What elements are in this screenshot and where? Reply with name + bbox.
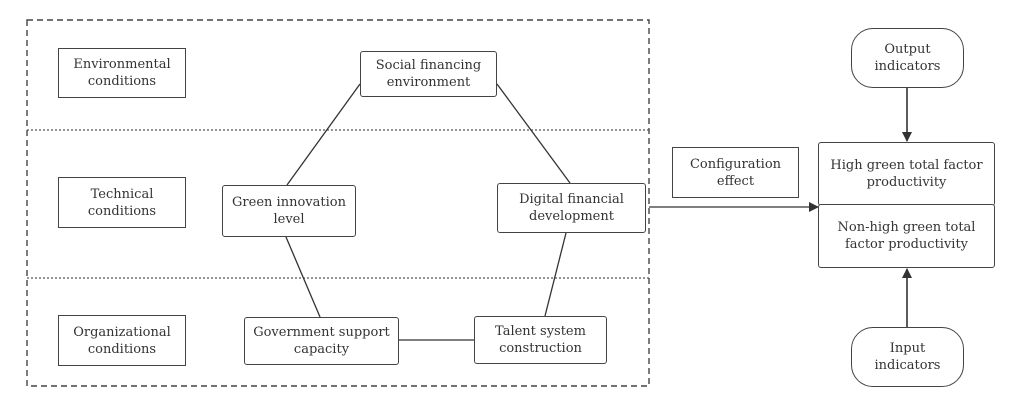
government-support-capacity-node: Government support capacity — [244, 317, 399, 365]
digital-financial-development-node: Digital financial development — [497, 183, 646, 233]
environmental-conditions-box: Environmental conditions — [58, 48, 186, 98]
link-green-to-government — [285, 236, 321, 318]
link-social-to-green — [286, 83, 361, 186]
organizational-conditions-box: Organizational conditions — [58, 315, 186, 366]
input-indicators-node: Input indicators — [851, 327, 964, 387]
high-gtfp-box: High green total factor productivity — [818, 142, 995, 206]
social-financing-environment-node: Social financing environment — [360, 51, 497, 97]
conditions-frame — [26, 19, 650, 387]
output-indicators-node: Output indicators — [851, 28, 964, 88]
non-high-gtfp-box: Non-high green total factor productivity — [818, 204, 995, 268]
link-social-to-digital — [496, 83, 571, 184]
link-digital-to-talent — [544, 232, 567, 317]
green-innovation-level-node: Green innovation level — [222, 185, 356, 237]
talent-system-construction-node: Talent system construction — [474, 316, 607, 364]
configuration-effect-box: Configuration effect — [672, 147, 799, 198]
technical-conditions-box: Technical conditions — [58, 177, 186, 228]
